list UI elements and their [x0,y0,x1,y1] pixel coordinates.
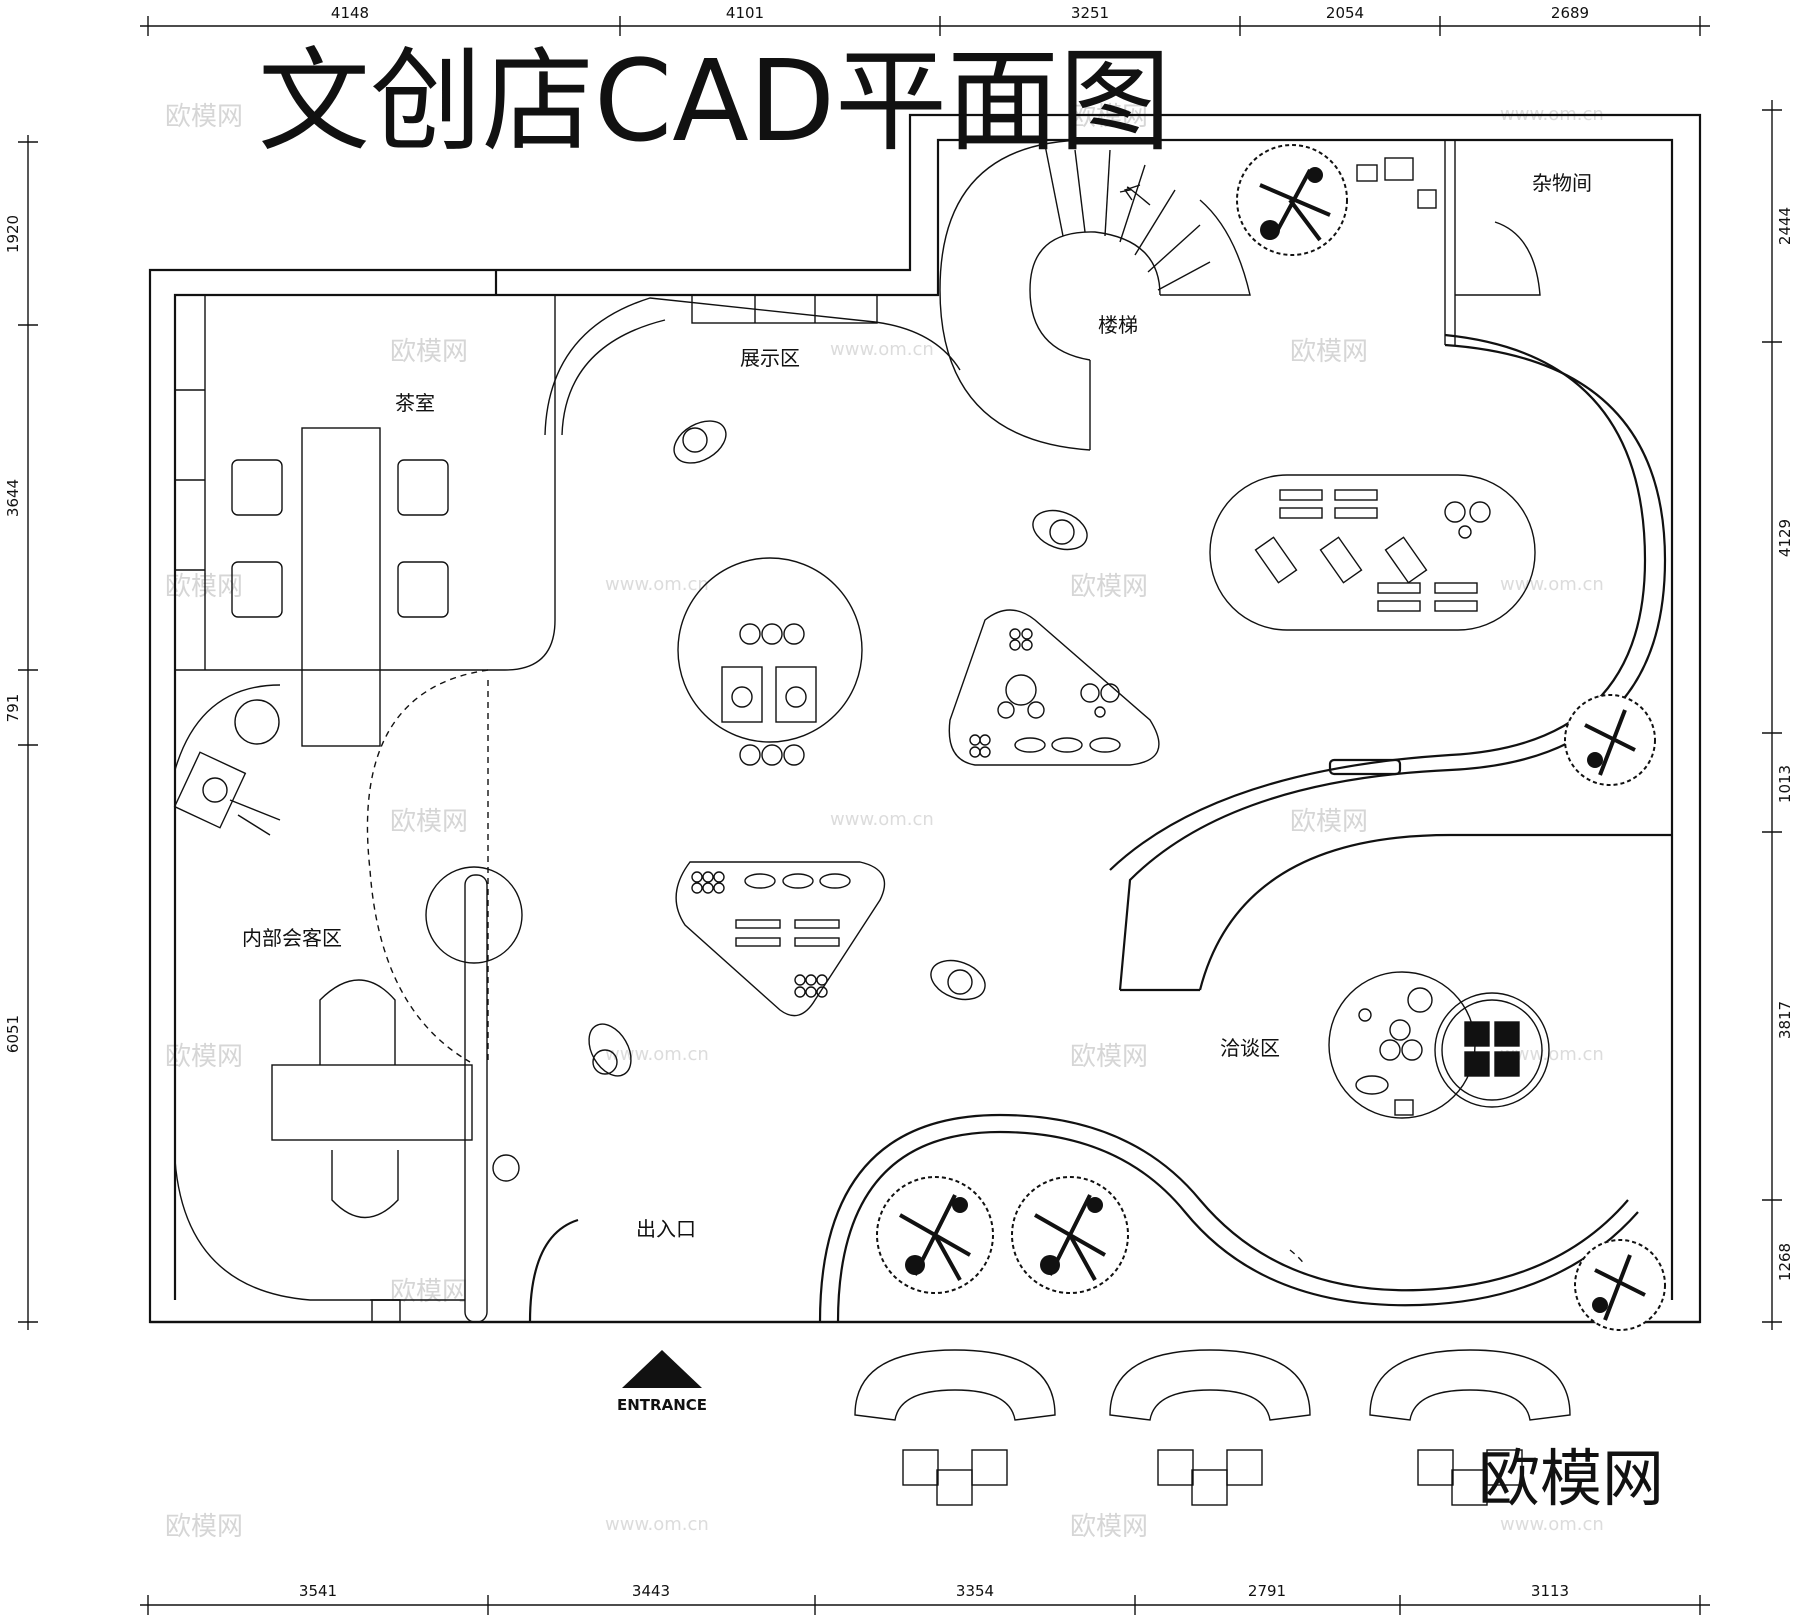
room-label-entrance: 出入口 [636,1217,696,1241]
room-label-tea: 茶室 [395,391,435,415]
outer-walls [148,113,1702,1324]
entrance-label: ENTRANCE [617,1396,707,1414]
dim-top-3: 3251 [1071,4,1109,22]
watermark-url: www.om.cn [830,339,934,360]
dim-top-5: 2689 [1551,4,1589,22]
dim-right-3: 1013 [1776,765,1794,803]
person-figure [930,959,986,1001]
dim-left-4: 6051 [4,1015,22,1053]
tree-icon [1011,1176,1129,1294]
dim-bottom-5: 3113 [1531,1582,1569,1600]
watermark-logo: 欧模网 [390,807,468,837]
person-figure [173,751,281,836]
triangle-display-table [948,609,1160,766]
dim-left-1: 1920 [4,215,22,253]
dim-right-5: 1268 [1776,1243,1794,1281]
dimension-bottom [140,1595,1710,1615]
dimension-left [18,135,38,1330]
dimension-right [1762,100,1782,1330]
watermark-url: www.om.cn [1500,574,1604,595]
watermark-logo: 欧模网 [165,1512,243,1542]
dim-left-3: 791 [4,694,22,723]
dim-top-2: 4101 [726,4,764,22]
watermark-logo: 欧模网 [390,337,468,367]
tree-icon [876,1176,994,1294]
outdoor-seating [854,1349,1571,1506]
room-label-negotiation: 洽谈区 [1220,1036,1280,1060]
dim-bottom-3: 3354 [956,1582,994,1600]
entrance-door [528,1218,579,1323]
dim-right-1: 2444 [1776,207,1794,245]
bottom-planter-wall [818,1113,1639,1323]
page-title: 文创店CAD平面图 [258,37,1171,167]
oval-display-table [1209,474,1536,631]
person-figure [1032,509,1088,551]
dim-bottom-4: 2791 [1248,1582,1286,1600]
top-display-shelves [544,294,961,436]
watermark-logo: 欧模网 [1070,1042,1148,1072]
curved-partition-right [1109,333,1672,992]
watermark-url: www.om.cn [1500,1044,1604,1065]
watermark-url: www.om.cn [605,574,709,595]
watermark-logo: 欧模网 [165,1042,243,1072]
watermark-logo: 欧模网 [165,102,243,132]
dim-top-1: 4148 [331,4,369,22]
tree-icon [1574,1239,1666,1331]
watermark-logo: 欧模网 [390,1277,468,1307]
dim-left-2: 3644 [4,479,22,517]
round-display-table [677,557,863,766]
negotiation-tables [1328,971,1550,1119]
lower-display-table [675,861,886,1017]
door-swing [366,669,489,1063]
dim-top-4: 2054 [1326,4,1364,22]
watermark-logo: 欧模网 [1290,337,1368,367]
dim-bottom-1: 3541 [299,1582,337,1600]
watermark-url: www.om.cn [605,1514,709,1535]
watermark-logo: 欧模网 [1070,1512,1148,1542]
storage-room [1356,140,1541,345]
watermark-url: www.om.cn [605,1044,709,1065]
dim-right-4: 3817 [1776,1001,1794,1039]
person-figure [673,420,727,464]
tea-room [175,295,556,747]
dim-right-2: 4129 [1776,519,1794,557]
entrance-arrow-icon [622,1350,702,1388]
watermark-url: www.om.cn [1500,1514,1604,1535]
watermark-logo: 欧模网 [1070,572,1148,602]
brand-logo: 欧模网 [1478,1442,1664,1515]
room-label-stairs: 楼梯 [1098,313,1138,337]
watermark-logo: 欧模网 [1070,102,1148,132]
planter-dash [1289,1249,1306,1266]
spiral-stairs [939,139,1251,451]
watermark-logo: 欧模网 [165,572,243,602]
internal-reception [174,684,523,1323]
dim-bottom-2: 3443 [632,1582,670,1600]
person-figure [588,1023,632,1077]
watermark-logo: 欧模网 [1290,807,1368,837]
room-label-storage: 杂物间 [1532,171,1592,195]
watermark-layer: 欧模网 欧模网 欧模网 欧模网 欧模网 欧模网 欧模网 欧模网 欧模网 欧模网 … [165,102,1604,1542]
tree-icon [1236,144,1348,256]
room-label-reception: 内部会客区 [242,926,342,950]
room-label-display: 展示区 [740,346,800,370]
dimension-top [140,16,1710,36]
watermark-url: www.om.cn [830,809,934,830]
tree-icon [1564,694,1656,786]
